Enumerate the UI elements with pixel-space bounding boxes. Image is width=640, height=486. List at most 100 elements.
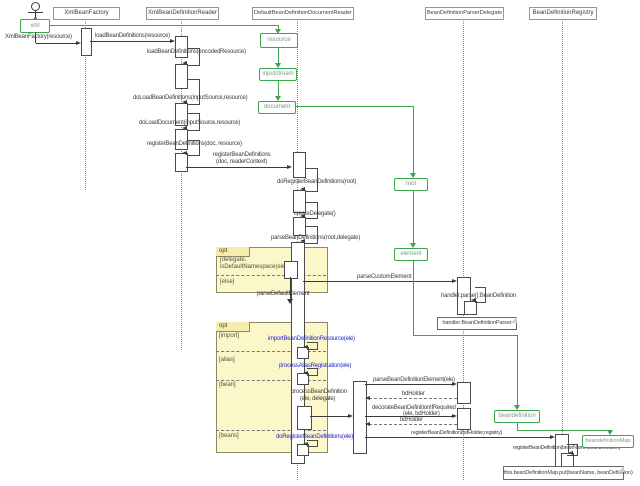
message-label: (doc, readerContext) <box>216 159 268 165</box>
token-xml: xml <box>20 19 50 33</box>
arrow-parse-bean-definition-element <box>365 384 452 385</box>
arrow-load-bean-definitions <box>90 41 170 42</box>
activation-delegate-decorate <box>457 408 471 430</box>
dataflow-line <box>294 106 413 107</box>
self-call-connector <box>187 79 200 105</box>
message-label: bdHolder <box>400 417 423 423</box>
message-label: bdHolder <box>402 391 425 397</box>
message-label: registerBeanDefinition(beanName,beanDefi… <box>513 445 621 451</box>
dataflow-line <box>517 335 518 405</box>
activation-nested-default-namespace <box>284 261 298 279</box>
return-bdholder-2 <box>369 424 457 425</box>
return-bdholder-1 <box>369 398 457 399</box>
fragment-divider <box>216 275 326 276</box>
lifeline-xmlbeandefinitionreader <box>181 19 182 350</box>
participant-beandefinitionparserdelegate: BeanDefinitionParserDelegate <box>425 7 504 20</box>
message-label: doRegisterBeanDefinitions(root) <box>277 179 357 185</box>
dataflow-line <box>517 421 518 430</box>
message-label: loadBeanDefinitions(resource) <box>95 33 170 39</box>
guard-beans: [beans] <box>219 433 239 439</box>
link-do-register-bean-definitions[interactable]: doRegisterBeanDefinitions(ele) <box>276 434 354 440</box>
message-label: parseBeanDefinitionElement(ele) <box>373 377 455 383</box>
participant-defaultbeandefinitiondocumentreader: DefaultBeanDefinitionDocumentReader <box>252 7 354 20</box>
participant-beandefinitionregistry: BeanDefinitionRegistry <box>529 7 597 20</box>
fragment-divider <box>216 351 326 352</box>
message-label: handler.parse():BeanDefinition <box>441 293 517 299</box>
opt-fragment-element-type <box>216 322 328 453</box>
activation-reader-5 <box>175 153 188 172</box>
note-beandefinitionmap-put: this.beanDefinitionMap.put(beanName, bea… <box>503 466 633 480</box>
dataflow-line <box>413 335 518 336</box>
self-call-connector <box>187 140 200 156</box>
arrow-parse-custom-element <box>303 281 452 282</box>
self-call-connector <box>475 287 486 303</box>
message-label: processBeanDefinition <box>291 389 347 395</box>
participant-xmlbeandefinitionreader: XmlBeanDefinitionReader <box>146 7 219 20</box>
parse-default-element-connector <box>290 277 291 299</box>
guard-is-default-namespace: [delegate. <box>220 257 247 263</box>
dataflow-line <box>278 79 279 96</box>
token-beandefinition: beandefinition <box>494 410 540 423</box>
guard-alias: [alias] <box>219 357 235 363</box>
dataflow-line <box>517 430 610 431</box>
self-call-connector <box>187 113 200 131</box>
self-call-connector <box>307 368 318 376</box>
arrow-xmlbeanfactory-ctor <box>36 43 76 44</box>
activation-process-bean-definition <box>353 381 367 454</box>
link-process-alias-registration[interactable]: processAliasRegistration(ele) <box>279 363 352 369</box>
lifeline-parserdelegate <box>463 19 464 480</box>
dataflow-line <box>413 106 414 173</box>
self-call-connector <box>305 202 318 219</box>
activation-reader-4 <box>175 129 188 150</box>
message-label: registerBeanDefinitions(doc, resource) <box>147 141 242 147</box>
self-call-connector <box>307 440 318 447</box>
opt-fragment-element-type-operator: opt <box>216 322 250 332</box>
message-label: parseCustomElement <box>357 274 412 280</box>
token-element: element <box>394 248 428 261</box>
guard-else: [else] <box>220 279 235 285</box>
message-label: parseDefaultElement <box>257 291 310 297</box>
activation-reader-2 <box>175 64 188 89</box>
dataflow-line <box>278 46 279 63</box>
token-resource: resource <box>260 33 298 48</box>
message-label: loadBeanDefinitions(encodedResource) <box>147 49 246 55</box>
token-inputstream: inputstream <box>259 68 297 81</box>
activation-delegate-parse-element <box>457 382 471 404</box>
message-label: (ele, bdHolder) <box>403 411 440 417</box>
message-label: decorateBeanDefinitionIfRequired <box>372 405 456 411</box>
link-import-bean-definition-resource[interactable]: importBeanDefinitionResource(ele) <box>268 336 355 342</box>
message-label: doLoadBeanDefinitions(inputSource,resour… <box>133 95 248 101</box>
token-document: document <box>258 101 296 114</box>
message-label: XmlBeanFactory(resource) <box>5 34 72 40</box>
lifeline-xmlbeanfactory <box>85 19 86 190</box>
self-call-connector <box>307 342 318 350</box>
message-label: parseBeanDefinitions(root,delegate) <box>271 235 361 241</box>
activation-nested-bean <box>297 406 312 430</box>
activation-reader-3 <box>175 103 188 126</box>
guard-is-default-namespace-2: isDefaultNamespace(ele)] <box>220 264 290 270</box>
self-call-connector <box>567 444 578 456</box>
fragment-divider <box>216 380 326 381</box>
lifeline-registry <box>562 19 563 466</box>
fragment-divider <box>216 430 326 431</box>
message-label: (ele, delegate) <box>300 396 336 402</box>
token-root: root <box>394 178 428 191</box>
dataflow-line <box>278 25 279 30</box>
arrow-process-bean-definition <box>310 416 348 417</box>
activation-docreader-2 <box>293 190 306 213</box>
dataflow-line <box>413 259 414 335</box>
self-call-connector <box>305 226 318 244</box>
guard-bean: [bean] <box>219 382 236 388</box>
message-label: registerBeanDefinition(bdHolder,registry… <box>411 430 503 436</box>
message-label: doLoadDocument(inputSource,resource) <box>139 120 241 126</box>
opt-fragment-namespace-operator: opt <box>216 247 250 257</box>
arrow-register-bean-definitions <box>186 167 287 168</box>
arrow-decorate-bean-definition <box>365 416 452 417</box>
dataflow-line <box>48 25 278 26</box>
token-beandefinition-map: beandefinitionMap <box>582 435 634 448</box>
activation-docreader-1 <box>293 152 306 178</box>
message-label: createDelegate() <box>294 211 336 217</box>
message-label: registerBeanDefinitions <box>213 152 271 158</box>
participant-xmlbeanfactory: XmlBeanFactory <box>53 7 120 20</box>
